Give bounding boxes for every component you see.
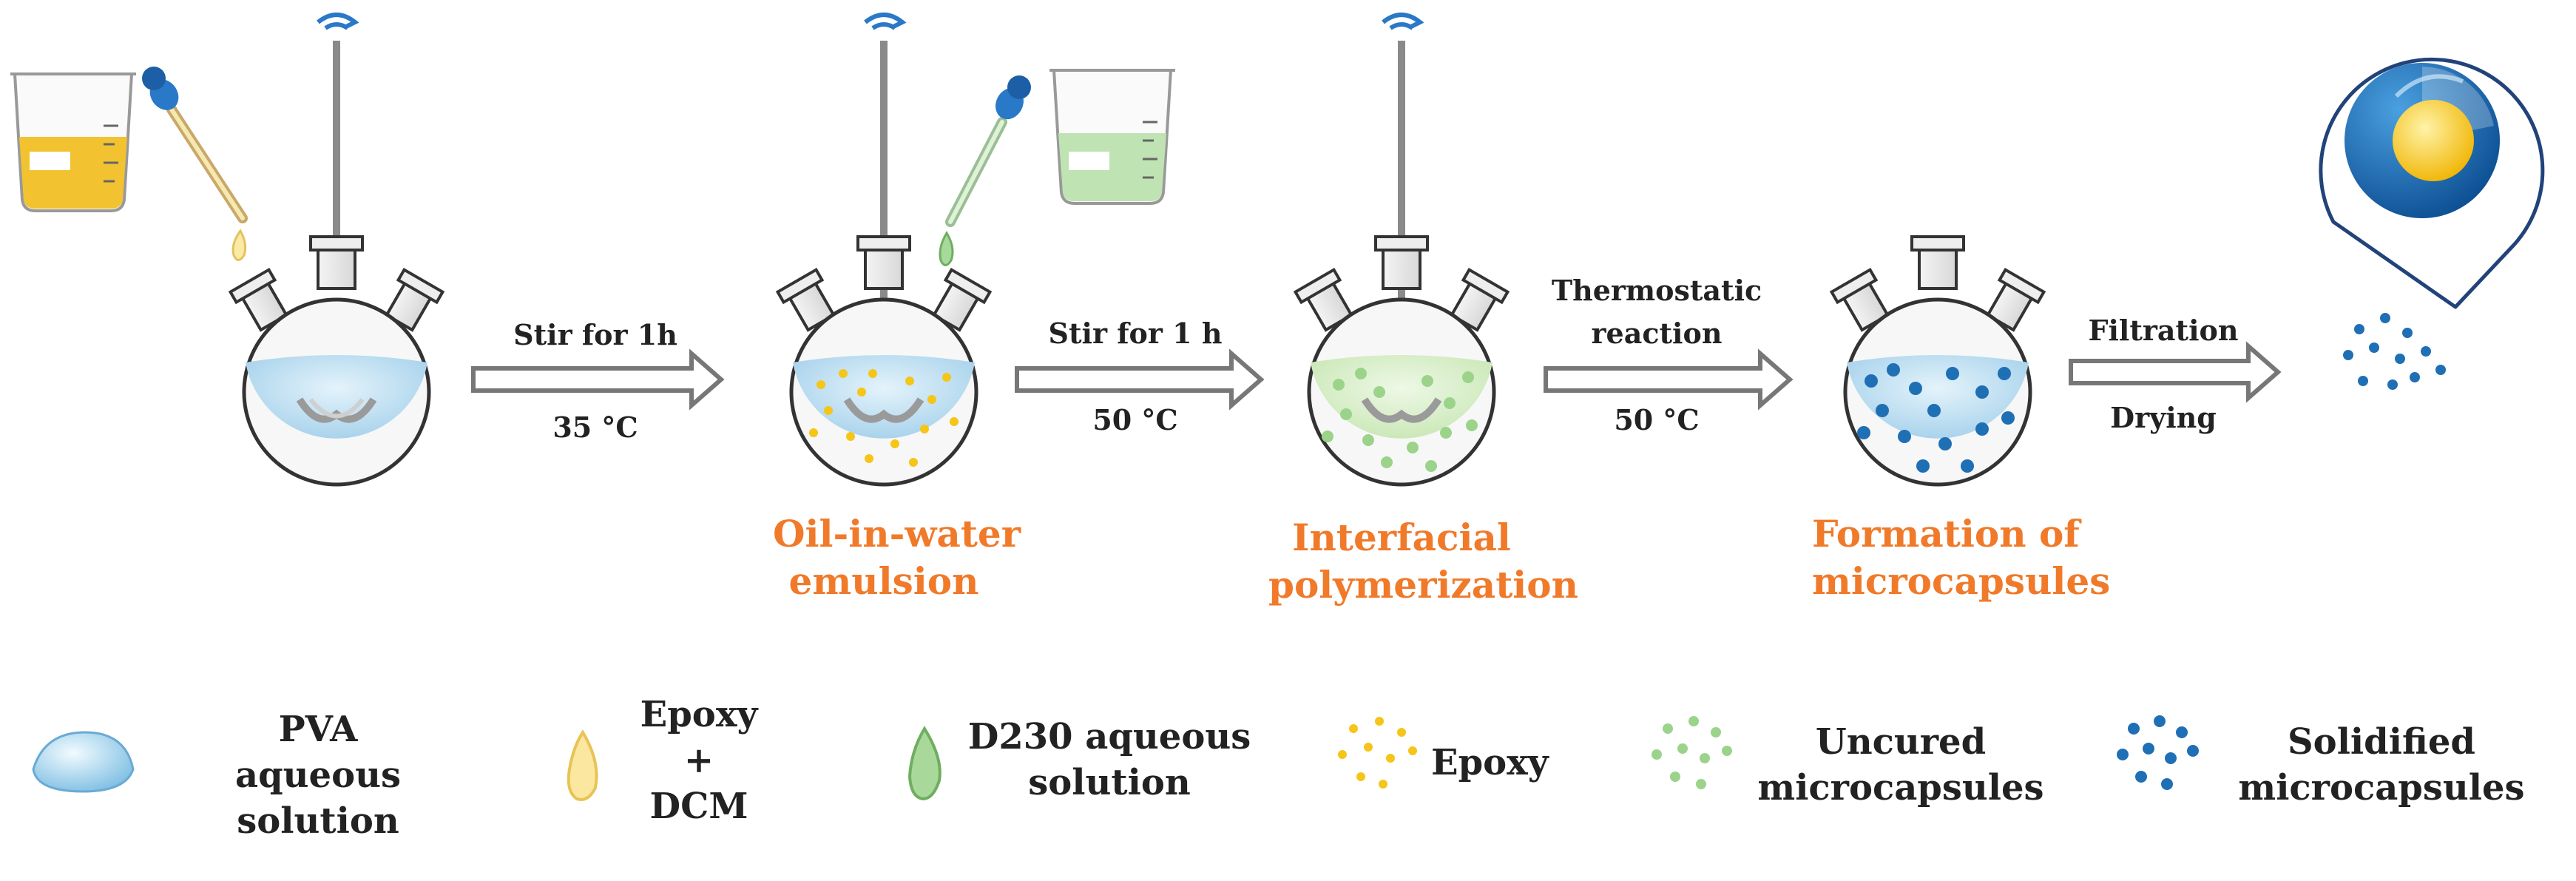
flask-pva: [228, 13, 445, 487]
flask-formation: [1829, 235, 2046, 487]
flask-polymerization-dots: [1322, 368, 1478, 472]
legend-epoxy-dcm-line3: DCM: [649, 786, 748, 827]
legend-solidified-line1: Solidified: [2288, 721, 2475, 763]
stage-label-emulsion: Oil-in-water emulsion: [773, 510, 1021, 605]
epoxy-dots-icon: [1338, 717, 1417, 789]
step-1-bottom: 35 °C: [552, 411, 638, 444]
beaker-green: [1049, 69, 1175, 205]
flask-emulsion: [775, 13, 993, 487]
arrow-1: [471, 348, 725, 411]
pipette-yellow: [142, 67, 248, 261]
beaker-yellow: [10, 72, 136, 212]
legend-epoxy-dcm-line2: +: [683, 740, 714, 781]
pipette-green: [939, 75, 1031, 266]
legend-epoxy-dcm-line1: Epoxy: [640, 694, 758, 735]
stage-label-formation-line2: microcapsules: [1812, 559, 2111, 603]
microcapsule-callout: [2319, 57, 2545, 309]
legend-d230-label: D230 aqueous solution: [961, 714, 1257, 806]
step-3-top: Thermostatic: [1551, 274, 1762, 307]
legend-epoxy-line1: Epoxy: [1431, 742, 1549, 783]
step-3-top2: reaction: [1591, 317, 1723, 350]
step-2-top: Stir for 1 h: [1048, 317, 1223, 350]
step-3-bottom: 50 °C: [1614, 403, 1700, 436]
stage-label-formation-line1: Formation of: [1812, 512, 2080, 556]
stage-label-emulsion-line2: emulsion: [788, 559, 979, 603]
legend-epoxy-label: Epoxy: [1431, 740, 1579, 786]
stage-label-polymerization-line1: Interfacial: [1292, 516, 1511, 559]
stage-label-polymerization-line2: polymerization: [1268, 563, 1578, 607]
arrow-3: [1544, 348, 1794, 411]
final-microcapsules: [2343, 313, 2446, 390]
pva-droplet-icon: [32, 731, 135, 793]
legend-d230-line1: D230 aqueous: [967, 716, 1251, 757]
stage-label-emulsion-line1: Oil-in-water: [773, 512, 1021, 556]
legend-pva-label: PVA aqueous solution: [222, 706, 414, 844]
arrow-4: [2069, 341, 2282, 403]
legend-solidified-label: Solidified microcapsules: [2226, 719, 2537, 811]
step-4-top: Filtration: [2088, 314, 2239, 347]
legend-epoxy-dcm-label: Epoxy + DCM: [625, 692, 773, 829]
legend-uncured-label: Uncured microcapsules: [1753, 719, 2049, 811]
legend-uncured-line2: microcapsules: [1757, 767, 2044, 809]
solidified-dots-icon: [2117, 715, 2199, 790]
d230-drop-icon: [907, 726, 942, 801]
step-4-bottom: Drying: [2110, 401, 2217, 434]
legend-pva-line2: aqueous: [234, 755, 402, 796]
legend-pva-line3: solution: [237, 800, 399, 842]
legend-solidified-line2: microcapsules: [2238, 767, 2525, 809]
stage-label-formation: Formation of microcapsules: [1812, 510, 2111, 605]
legend-pva-line1: PVA: [278, 709, 358, 750]
legend-d230-line2: solution: [1028, 762, 1191, 803]
flask-formation-dots: [1857, 363, 2015, 473]
step-1-top: Stir for 1h: [513, 318, 677, 351]
epoxy-dcm-drop-icon: [567, 729, 598, 801]
flask-polymerization: [1293, 13, 1510, 487]
uncured-dots-icon: [1652, 716, 1732, 789]
stage-label-polymerization: Interfacial polymerization: [1268, 514, 1578, 609]
flask-emulsion-epoxy-dots: [809, 369, 959, 467]
legend-uncured-line1: Uncured: [1815, 721, 1987, 763]
step-2-bottom: 50 °C: [1092, 403, 1178, 436]
arrow-2: [1015, 348, 1265, 411]
